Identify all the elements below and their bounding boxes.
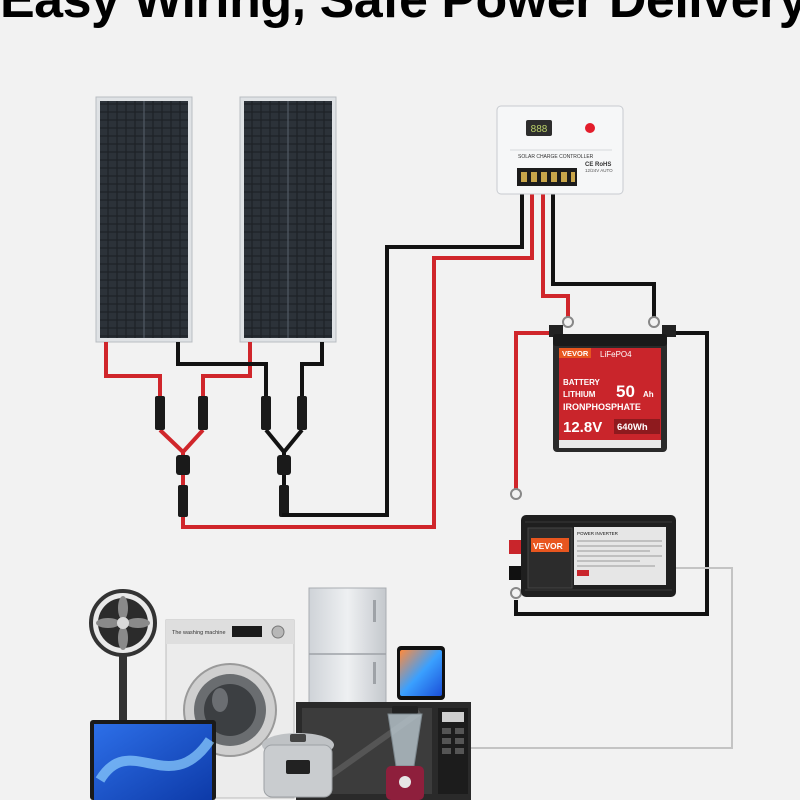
battery-brand: VEVOR: [562, 349, 589, 358]
solar-panel-left: [95, 96, 193, 343]
tablet: [397, 646, 445, 700]
charge-controller: 888 SOLAR CHARGE CONTROLLER CE RoHS 12/2…: [496, 105, 624, 195]
battery-capacity: 50: [616, 382, 635, 401]
rice-cooker: [262, 733, 334, 798]
controller-name: SOLAR CHARGE CONTROLLER: [518, 154, 594, 160]
controller-cert: CE RoHS: [585, 162, 611, 168]
battery-line3: IRONPHOSPHATE: [563, 402, 641, 412]
battery-chemistry: LiFePO4: [600, 350, 632, 359]
inverter-label: POWER INVERTER: [577, 531, 619, 536]
battery-voltage: 12.8V: [563, 419, 602, 436]
battery-line2: LITHIUM: [563, 390, 596, 399]
controller-lcd: 888: [531, 124, 548, 135]
battery-line1: BATTERY: [563, 378, 601, 387]
mc4-connectors: [155, 396, 307, 517]
standing-fan: [89, 589, 157, 725]
inverter-brand: VEVOR: [533, 541, 563, 551]
headline: Easy Wiring, Safe Power Delivery: [0, 0, 800, 29]
washer-label: The washing machine: [172, 630, 226, 636]
status-led: [585, 123, 595, 133]
blender: [386, 706, 424, 800]
solar-panel-right: [239, 96, 337, 343]
power-inverter: VEVOR POWER INVERTER: [509, 515, 676, 597]
ac-output-cable: [455, 567, 733, 749]
battery-to-inverter-wiring: [510, 331, 709, 616]
battery-capacity-unit: Ah: [643, 390, 654, 399]
refrigerator: [308, 587, 387, 709]
controller-to-battery-wiring: [541, 186, 660, 328]
battery-energy: 640Wh: [617, 422, 648, 433]
laptop: [90, 720, 216, 800]
pv-to-controller-wiring: [181, 186, 534, 529]
controller-rating: 12/24V AUTO: [585, 168, 613, 173]
lifepo4-battery: VEVOR LiFePO4 BATTERY LITHIUM IRONPHOSPH…: [549, 325, 676, 452]
